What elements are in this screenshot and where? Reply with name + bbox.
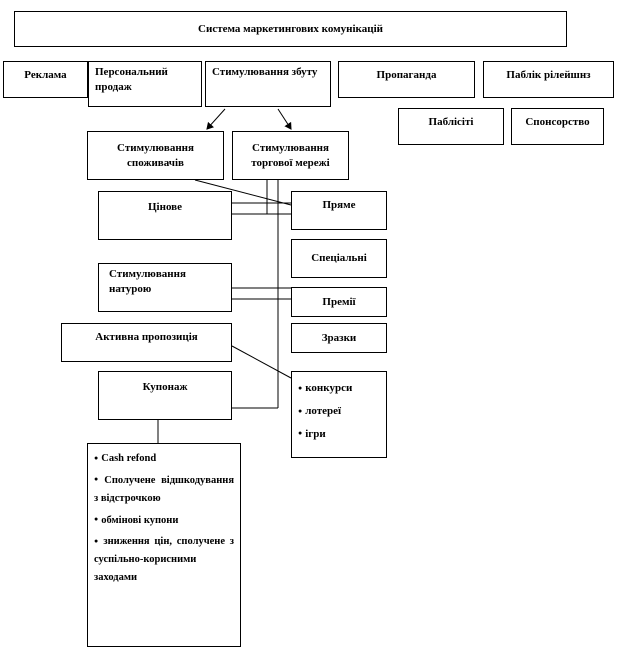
list-item: Cash refond xyxy=(94,450,234,468)
games-list: конкурси лотереї ігри xyxy=(298,381,380,442)
node-in-kind-text: Стимулювання натурою xyxy=(109,268,186,295)
node-public-relations: Паблік рілейшнз xyxy=(483,61,614,98)
node-personal-sales: Персональний продаж xyxy=(88,61,202,107)
node-direct-text: Пряме xyxy=(322,199,356,211)
node-active-offer: Активна пропозиція xyxy=(61,323,232,362)
node-special-text: Спеціальні xyxy=(311,252,367,265)
node-price: Цінове xyxy=(98,191,232,240)
node-samples: Зразки xyxy=(291,323,387,353)
node-bonuses: Премії xyxy=(291,287,387,317)
node-publicity-text: Паблісіті xyxy=(428,116,474,128)
diagram-title-text: Система маркетингових комунікацій xyxy=(198,22,383,35)
node-sponsorship: Спонсорство xyxy=(511,108,604,145)
list-item: Сполучене відшкодування з відстрочкою xyxy=(94,472,234,508)
node-special: Спеціальні xyxy=(291,239,387,278)
node-in-kind: Стимулювання натурою xyxy=(98,263,232,312)
list-item: ігри xyxy=(298,427,380,442)
node-bonuses-text: Премії xyxy=(322,295,356,308)
node-consumer-promotion: Стимулювання споживачів xyxy=(87,131,224,180)
node-coupons: Купонаж xyxy=(98,371,232,420)
node-reklama: Реклама xyxy=(3,61,88,98)
node-coupon-types: Cash refond Сполучене відшкодування з ві… xyxy=(87,443,241,647)
node-direct: Пряме xyxy=(291,191,387,230)
node-propaganda-text: Пропаганда xyxy=(376,69,437,81)
list-item: конкурси xyxy=(298,381,380,396)
list-item: зниження цін, сполучене з суспільно-кори… xyxy=(94,533,234,587)
node-trade-promotion-text: Стимулювання торгової мережі xyxy=(251,141,330,169)
node-sponsorship-text: Спонсорство xyxy=(525,116,590,128)
diagram-title: Система маркетингових комунікацій xyxy=(14,11,567,47)
node-reklama-text: Реклама xyxy=(24,69,67,81)
node-sales-promotion: Стимулювання збуту xyxy=(205,61,331,107)
node-games: конкурси лотереї ігри xyxy=(291,371,387,458)
node-propaganda: Пропаганда xyxy=(338,61,475,98)
node-active-offer-text: Активна пропозиція xyxy=(95,331,198,343)
node-consumer-promotion-text: Стимулювання споживачів xyxy=(117,141,194,169)
node-price-text: Цінове xyxy=(148,201,182,213)
node-coupons-text: Купонаж xyxy=(142,381,188,393)
list-item: обмінові купони xyxy=(94,512,234,530)
node-trade-promotion: Стимулювання торгової мережі xyxy=(232,131,349,180)
node-sales-promotion-text: Стимулювання збуту xyxy=(212,66,318,78)
list-item: лотереї xyxy=(298,404,380,419)
node-personal-sales-text: Персональний продаж xyxy=(95,66,168,93)
node-publicity: Паблісіті xyxy=(398,108,504,145)
node-public-relations-text: Паблік рілейшнз xyxy=(506,69,591,81)
node-samples-text: Зразки xyxy=(321,331,357,344)
